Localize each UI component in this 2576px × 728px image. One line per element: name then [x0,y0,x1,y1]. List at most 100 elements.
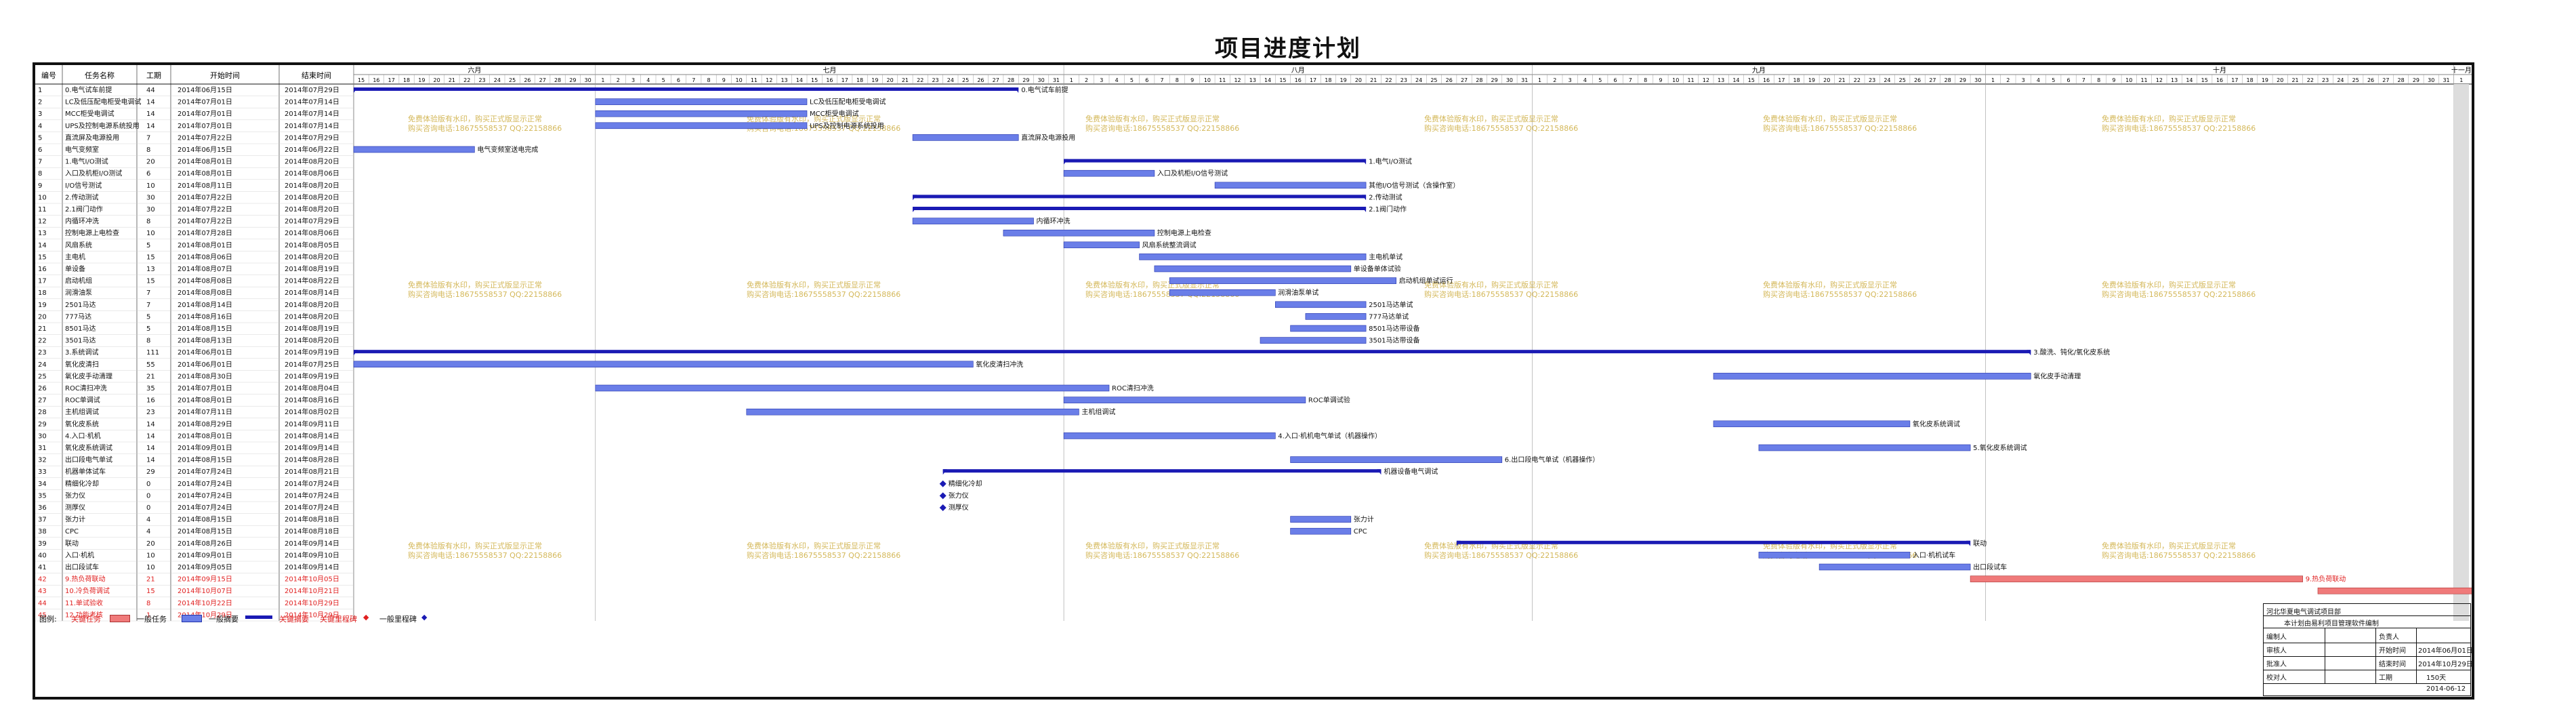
day-label: 2 [2006,77,2010,83]
day-label: 28 [1476,77,1482,83]
day-label: 7 [1629,77,1632,83]
task-start: 2014年08月01日 [178,396,232,405]
day-label: 4 [1115,77,1119,83]
task-duration: 5 [146,325,150,333]
day-label: 29 [569,77,576,83]
task-duration: 0 [146,492,150,500]
day-label: 11 [2140,77,2147,83]
task-finish: 2014年08月28日 [285,456,339,464]
task-duration: 14 [146,457,155,464]
day-label: 6 [1145,77,1148,83]
day-label: 15 [1748,77,1755,83]
task-bar-label: 电气变频室送电完成 [477,145,538,154]
task-bar-label: 张力仪 [949,491,969,500]
task-start: 2014年08月14日 [178,300,232,309]
task-duration: 10 [146,182,155,190]
task-duration: 10 [146,552,155,559]
task-duration: 7 [146,289,150,297]
task-start: 2014年08月01日 [178,431,232,440]
task-duration: 111 [146,349,159,357]
summary-bar [354,87,1019,91]
day-label: 13 [1249,77,1256,83]
task-duration: 16 [146,397,155,405]
legend-critical-label: 关键任务 [71,615,101,624]
task-name: 3.系统调试 [65,348,99,357]
task-duration: 8 [146,338,150,345]
watermark-line2: 购买咨询电话:18675558537 QQ:22158866 [2102,289,2256,299]
day-label: 29 [1491,77,1498,83]
task-bar [2317,587,2472,594]
task-id: 32 [38,457,47,464]
legend-prefix: 图例: [39,615,57,624]
task-start: 2014年08月16日 [178,312,232,321]
summary-bar [913,207,1367,210]
day-label: 10 [1672,77,1679,83]
task-bar [1260,337,1367,344]
task-duration: 30 [146,194,155,201]
task-duration: 55 [146,361,155,369]
info-subtitle: 本计划由易利项目管理软件编制 [2284,620,2379,628]
task-bar [1290,456,1503,463]
task-id: 37 [38,517,47,524]
task-bar-label: ROC单调试验 [1308,396,1350,405]
task-bar-label: 1.电气I/O测试 [1369,157,1412,166]
task-id: 38 [38,528,47,535]
day-label: 31 [2443,77,2449,83]
task-finish: 2014年07月14日 [285,98,339,106]
watermark-line1: 免费体验版有水印，购买正式版显示正常 [2102,280,2236,289]
task-bar [1169,277,1396,284]
task-bar-label: 内循环冲洗 [1037,217,1071,226]
task-name: I/O信号测试 [65,181,102,190]
milestone-icon: ◆ [421,613,428,622]
task-id: 40 [38,552,47,559]
day-label: 8 [1176,77,1179,83]
task-bar [912,218,1034,224]
task-name: ROC清扫冲洗 [65,384,107,392]
task-duration: 4 [146,517,150,524]
day-label: 8 [2097,77,2100,83]
task-duration: 15 [146,254,155,261]
task-start: 2014年09月01日 [178,550,232,559]
task-finish: 2014年08月18日 [285,527,339,535]
day-label: 24 [2337,77,2344,83]
task-bar-label: 0.电气试车前提 [1021,85,1068,94]
task-name: 主电机 [65,252,85,261]
info-k2-1: 开始时间 [2379,647,2406,655]
day-label: 1 [1538,77,1541,83]
summary-bar [913,195,1367,199]
task-name: 2.1阀门动作 [65,205,103,214]
watermark-line2: 购买咨询电话:18675558537 QQ:22158866 [408,123,562,133]
column-header-name: 任务名称 [85,70,115,80]
summary-bar-end-cap [1362,159,1367,165]
task-id: 3 [38,110,42,118]
task-bar-label: 9.热负荷联动 [2306,575,2346,584]
summary-bar-end-cap [2027,350,2031,356]
task-bar [1970,575,2304,582]
day-label: 26 [2367,77,2374,83]
task-finish: 2014年08月20日 [285,205,339,214]
task-finish: 2014年08月16日 [285,396,339,405]
summary-bar [1064,159,1367,163]
task-bar-label: 氧化皮手动清理 [2033,371,2081,380]
day-label: 23 [2322,77,2329,83]
day-label: 10 [2125,77,2132,83]
task-bar-label: 777马达单试 [1369,312,1409,321]
task-bar-label: 单设备单体试验 [1354,264,1401,273]
day-label: 19 [1808,77,1815,83]
day-label: 29 [2413,77,2419,83]
day-label: 18 [1793,77,1800,83]
day-label: 3 [1100,77,1103,83]
task-bar [1169,289,1276,296]
day-label: 1 [2459,77,2463,83]
task-name: 氧化皮清扫 [65,360,99,369]
task-start: 2014年06月01日 [178,360,232,369]
task-start: 2014年07月22日 [178,193,232,201]
task-bar [1063,432,1276,439]
task-bar-label: 润滑油泵单试 [1278,288,1318,297]
watermark-line1: 免费体验版有水印，购买正式版显示正常 [408,114,542,123]
day-label: 6 [677,77,680,83]
day-label: 30 [1506,77,1513,83]
day-label: 11 [751,77,757,83]
day-label: 30 [1974,77,1981,83]
task-name: 机器单体试车 [65,467,106,476]
